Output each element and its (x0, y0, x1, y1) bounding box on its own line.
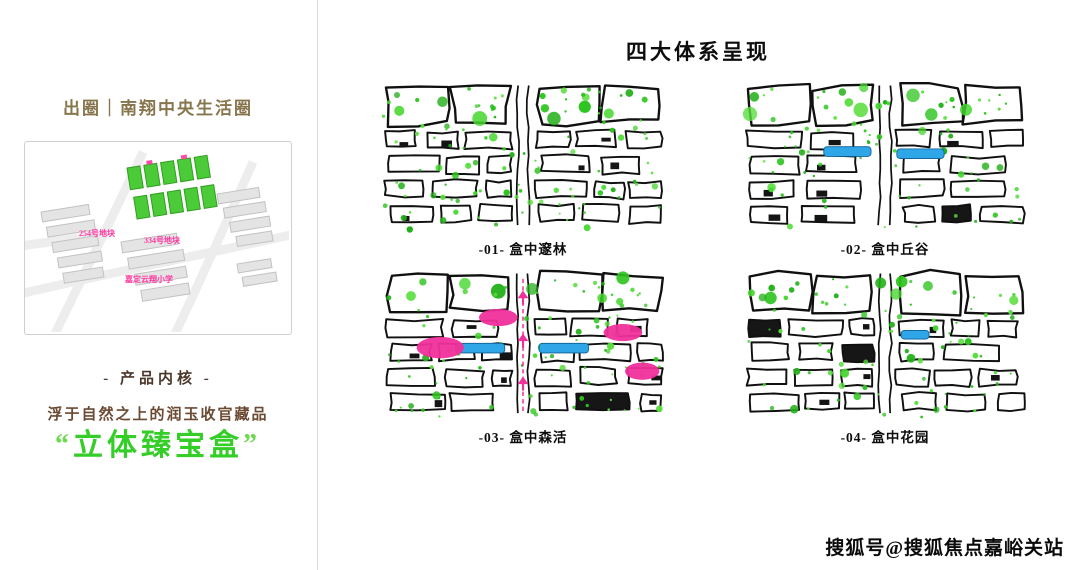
open-quote: “ (55, 429, 73, 460)
site-map-box: 254号地块 334号地块 嘉定云翔小学 (24, 141, 292, 335)
diagram-caption: -01- 盒中邃林 (478, 242, 568, 257)
headline: “立体臻宝盒” (0, 427, 316, 465)
watermark: 搜狐号@搜狐焦点嘉峪关站 (825, 538, 1064, 559)
site-plan-03 (384, 269, 665, 418)
left-panel: 出圈｜南翔中央生活圈 (0, 0, 316, 570)
vertical-divider (317, 0, 318, 570)
left-panel-title: 出圈｜南翔中央生活圈 (63, 99, 253, 118)
map-label-plot-254: 254号地块 (79, 228, 116, 238)
diagram-02: -02- 盒中丘谷 (740, 80, 1030, 258)
tagline: 浮于自然之上的润玉收官藏品 (47, 407, 269, 423)
site-plan-02 (742, 81, 1026, 230)
site-plan-01 (381, 84, 664, 233)
map-buildings-gray (40, 186, 278, 302)
diagram-caption: -04- 盒中花园 (840, 430, 930, 445)
main-title: 四大体系呈现 (626, 40, 770, 64)
main-panel: 四大体系呈现 -01- 盒中邃林 -02- 盒中丘谷 -03- 盒中森活 -04- 盒… (316, 0, 1080, 570)
diagram-caption: -03- 盒中森活 (478, 430, 568, 445)
diagram-04: -04- 盒中花园 (740, 268, 1030, 446)
close-quote: ” (243, 429, 261, 460)
map-label-school: 嘉定云翔小学 (124, 274, 173, 284)
map-labels: 254号地块 334号地块 嘉定云翔小学 (79, 228, 181, 284)
headline-text: 立体臻宝盒 (73, 429, 243, 462)
map-label-plot-334: 334号地块 (144, 235, 181, 245)
map-buildings-green (126, 154, 218, 220)
product-core-label: - 产品内核 - (103, 371, 213, 387)
diagram-03: -03- 盒中森活 (378, 268, 668, 446)
diagram-caption: -02- 盒中丘谷 (840, 242, 930, 257)
site-map-illustration: 254号地块 334号地块 嘉定云翔小学 (25, 150, 289, 332)
site-plan-04 (745, 268, 1026, 419)
diagram-grid: -01- 盒中邃林 -02- 盒中丘谷 -03- 盒中森活 -04- 盒中花园 (316, 80, 1080, 446)
diagram-01: -01- 盒中邃林 (378, 80, 668, 258)
